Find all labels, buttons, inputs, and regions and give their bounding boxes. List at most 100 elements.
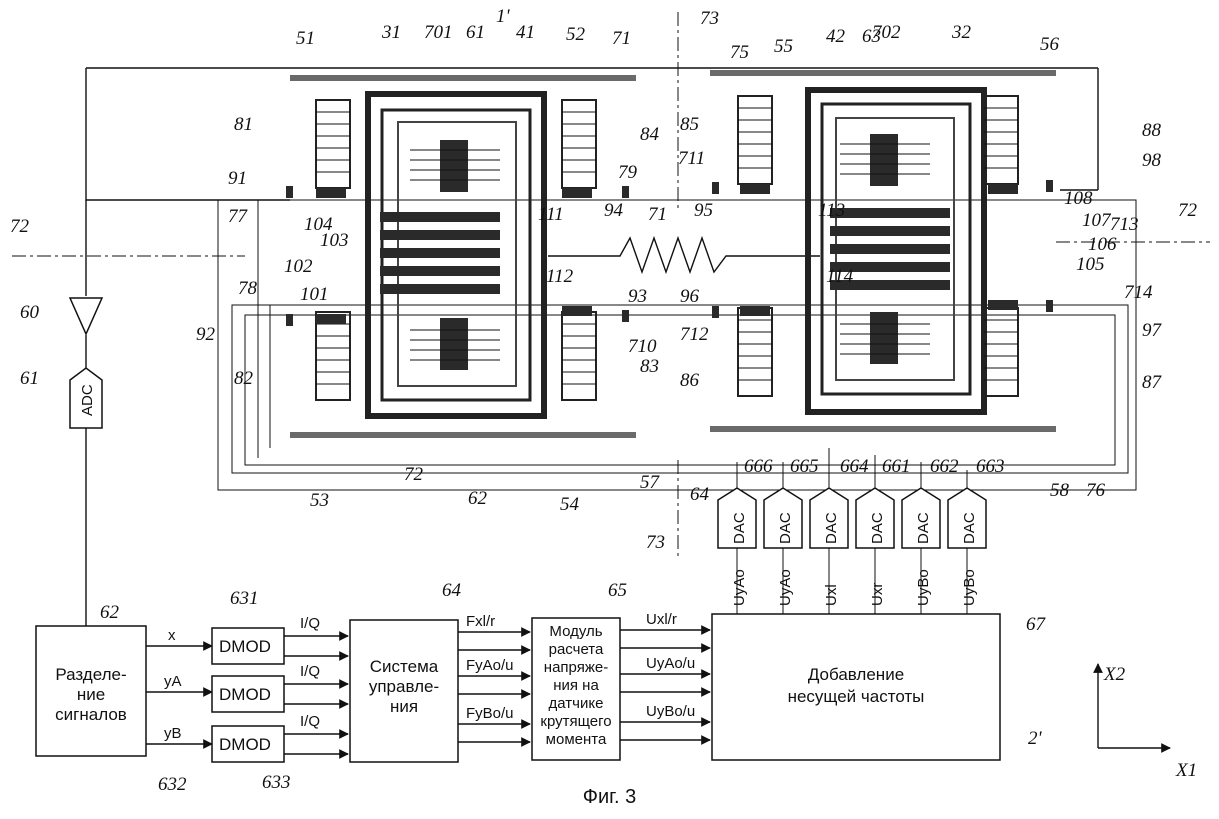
svg-text:710: 710 bbox=[628, 336, 657, 357]
svg-text:DMOD: DMOD bbox=[219, 735, 271, 754]
svg-text:54: 54 bbox=[560, 494, 580, 515]
svg-text:78: 78 bbox=[238, 278, 258, 299]
svg-text:DAC: DAC bbox=[961, 512, 978, 544]
svg-text:88: 88 bbox=[1142, 120, 1162, 141]
svg-text:665: 665 bbox=[790, 456, 819, 477]
dac-665: DAC bbox=[764, 488, 802, 548]
svg-text:631: 631 bbox=[230, 588, 259, 609]
svg-text:106: 106 bbox=[1088, 234, 1117, 255]
svg-text:663: 663 bbox=[976, 456, 1005, 477]
dac-661: DAC bbox=[856, 488, 894, 548]
axis-x1-label: X1 bbox=[1175, 760, 1197, 781]
svg-text:67: 67 bbox=[1026, 614, 1047, 635]
svg-text:87: 87 bbox=[1142, 372, 1163, 393]
svg-text:DMOD: DMOD bbox=[219, 637, 271, 656]
svg-text:64: 64 bbox=[442, 580, 462, 601]
svg-text:94: 94 bbox=[604, 200, 624, 221]
svg-text:83: 83 bbox=[640, 356, 659, 377]
svg-text:61: 61 bbox=[20, 368, 39, 389]
svg-text:95: 95 bbox=[694, 200, 713, 221]
svg-text:114: 114 bbox=[826, 266, 854, 287]
svg-text:79: 79 bbox=[618, 162, 638, 183]
svg-text:73: 73 bbox=[700, 8, 719, 29]
svg-text:65: 65 bbox=[608, 580, 627, 601]
signal-x: x bbox=[168, 627, 176, 644]
svg-text:ния на: ния на bbox=[553, 677, 599, 694]
signal-yB: yB bbox=[164, 725, 182, 742]
svg-text:UyAo/u: UyAo/u bbox=[646, 655, 695, 672]
svg-text:55: 55 bbox=[774, 36, 793, 57]
svg-text:107: 107 bbox=[1082, 210, 1112, 231]
dac-input-label: UyBo bbox=[915, 569, 932, 606]
svg-text:31: 31 bbox=[381, 22, 401, 43]
svg-text:датчике: датчике bbox=[549, 695, 604, 712]
svg-text:62: 62 bbox=[468, 488, 488, 509]
svg-text:701: 701 bbox=[424, 22, 453, 43]
svg-text:71: 71 bbox=[612, 28, 631, 49]
svg-text:75: 75 bbox=[730, 42, 749, 63]
svg-text:напряже-: напряже- bbox=[544, 659, 608, 676]
dac-666: DAC bbox=[718, 488, 756, 548]
svg-text:91: 91 bbox=[228, 168, 247, 189]
wiring bbox=[12, 12, 1210, 626]
svg-text:DAC: DAC bbox=[869, 512, 886, 544]
svg-text:Модуль: Модуль bbox=[549, 623, 602, 640]
dac-input-label: UyAo bbox=[731, 569, 748, 606]
adc-61: ADC bbox=[70, 368, 102, 428]
signal-separation-label-2: ние bbox=[77, 685, 105, 704]
dac-663: DAC bbox=[948, 488, 986, 548]
block-diagram: Разделе- ние сигналов x yA yB DMOD DMOD … bbox=[36, 611, 1000, 762]
signal-separation-label-3: сигналов bbox=[55, 705, 127, 724]
svg-text:711: 711 bbox=[678, 148, 705, 169]
dac-row: DAC DAC DAC DAC DAC DAC UyAo UyAo Uxl Ux… bbox=[718, 488, 986, 606]
svg-text:UyBo/u: UyBo/u bbox=[646, 703, 695, 720]
svg-text:ния: ния bbox=[390, 697, 418, 716]
svg-text:666: 666 bbox=[744, 456, 773, 477]
svg-text:Система: Система bbox=[370, 657, 439, 676]
svg-text:112: 112 bbox=[546, 266, 574, 287]
dac-input-label: Uxl bbox=[823, 584, 840, 606]
svg-text:72: 72 bbox=[10, 216, 30, 237]
signal-separation-label-1: Разделе- bbox=[55, 665, 126, 684]
svg-text:60: 60 bbox=[20, 302, 40, 323]
svg-text:93: 93 bbox=[628, 286, 647, 307]
svg-text:42: 42 bbox=[826, 26, 846, 47]
svg-text:Добавление: Добавление bbox=[808, 665, 904, 684]
svg-text:662: 662 bbox=[930, 456, 959, 477]
svg-text:I/Q: I/Q bbox=[300, 615, 320, 632]
svg-text:92: 92 bbox=[196, 324, 216, 345]
amplifier-60 bbox=[70, 298, 102, 334]
svg-text:714: 714 bbox=[1124, 282, 1153, 303]
figure-caption: Фиг. 3 bbox=[0, 786, 1219, 809]
svg-text:1': 1' bbox=[496, 6, 511, 27]
svg-text:77: 77 bbox=[228, 206, 249, 227]
dac-664: DAC bbox=[810, 488, 848, 548]
svg-text:108: 108 bbox=[1064, 188, 1093, 209]
svg-text:DAC: DAC bbox=[731, 512, 748, 544]
svg-text:98: 98 bbox=[1142, 150, 1162, 171]
svg-text:41: 41 bbox=[516, 22, 535, 43]
svg-text:76: 76 bbox=[1086, 480, 1106, 501]
svg-text:85: 85 bbox=[680, 114, 699, 135]
svg-text:32: 32 bbox=[951, 22, 972, 43]
svg-text:DAC: DAC bbox=[823, 512, 840, 544]
svg-text:661: 661 bbox=[882, 456, 911, 477]
svg-text:102: 102 bbox=[284, 256, 313, 277]
svg-text:81: 81 bbox=[234, 114, 253, 135]
svg-text:712: 712 bbox=[680, 324, 709, 345]
svg-text:53: 53 bbox=[310, 490, 329, 511]
signal-yA: yA bbox=[164, 673, 182, 690]
svg-text:51: 51 bbox=[296, 28, 315, 49]
dac-input-label: UyAo bbox=[777, 569, 794, 606]
svg-text:58: 58 bbox=[1050, 480, 1070, 501]
svg-text:111: 111 bbox=[538, 204, 564, 225]
svg-text:713: 713 bbox=[1110, 214, 1139, 235]
svg-text:84: 84 bbox=[640, 124, 660, 145]
axis-x2-label: X2 bbox=[1103, 664, 1126, 685]
adc-label: ADC bbox=[79, 384, 96, 416]
gyroscope-structure bbox=[286, 70, 1056, 438]
svg-text:86: 86 bbox=[680, 370, 700, 391]
svg-text:61: 61 bbox=[466, 22, 485, 43]
svg-text:96: 96 bbox=[680, 286, 700, 307]
